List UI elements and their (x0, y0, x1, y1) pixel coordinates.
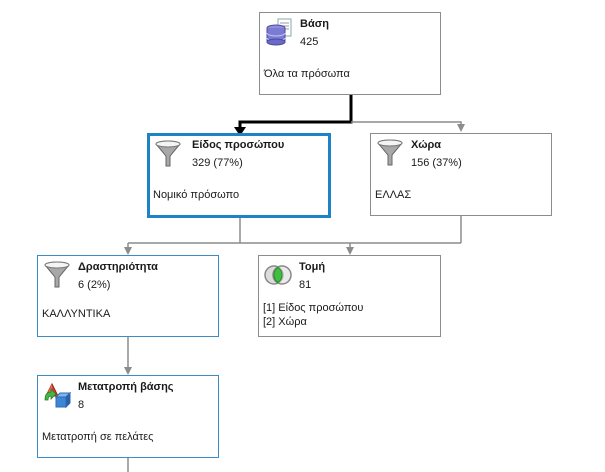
node-base[interactable]: Βάση 425 Όλα τα πρόσωπα (259, 12, 441, 95)
node-count: 425 (300, 36, 319, 48)
node-convert[interactable]: Μετατροπή βάσης 8 Μετατροπή σε πελάτες (37, 375, 219, 458)
funnel-icon (44, 261, 70, 288)
node-intersection[interactable]: Τομή 81 [1] Είδος προσώπου [2] Χώρα (258, 255, 441, 337)
node-description: ΕΛΛΑΣ (375, 189, 412, 201)
node-count: 81 (299, 279, 312, 291)
intersection-icon (264, 265, 292, 285)
arrow-person-type (234, 127, 246, 136)
node-person-type[interactable]: Είδος προσώπου 329 (77%) Νομικό πρόσωπο (147, 133, 331, 218)
node-title: Χώρα (411, 139, 442, 151)
node-description-line-1: [1] Είδος προσώπου (263, 302, 364, 314)
node-description: Νομικό πρόσωπο (153, 189, 240, 201)
node-count: 6 (2%) (78, 279, 111, 291)
node-title: Δραστηριότητα (78, 261, 158, 273)
edge-base-to-country (351, 121, 462, 128)
node-country[interactable]: Χώρα 156 (37%) ΕΛΛΑΣ (370, 133, 552, 216)
node-description: Μετατροπή σε πελάτες (42, 431, 154, 443)
arrow-intersection (346, 247, 354, 255)
funnel-icon (155, 140, 181, 167)
funnel-icon (377, 139, 403, 166)
node-count: 156 (37%) (411, 157, 462, 169)
arrow-country (457, 124, 465, 132)
node-description-line-2: [2] Χώρα (263, 316, 307, 328)
edge-base-to-person-type (238, 95, 353, 133)
arrow-activity (124, 247, 132, 255)
node-title: Βάση (300, 18, 329, 30)
node-activity[interactable]: Δραστηριότητα 6 (2%) ΚΑΛΛΥΝΤΙΚΑ (37, 255, 219, 337)
node-title: Τομή (299, 261, 326, 273)
database-icon (266, 18, 292, 46)
convert-shapes-icon (44, 382, 72, 409)
node-count: 8 (78, 399, 85, 411)
node-title: Μετατροπή βάσης (78, 381, 174, 393)
node-title: Είδος προσώπου (192, 139, 285, 151)
node-count: 329 (77%) (192, 157, 243, 169)
arrow-convert (124, 367, 132, 375)
node-description: Όλα τα πρόσωπα (264, 68, 350, 80)
node-description: ΚΑΛΛΥΝΤΙΚΑ (42, 308, 111, 320)
